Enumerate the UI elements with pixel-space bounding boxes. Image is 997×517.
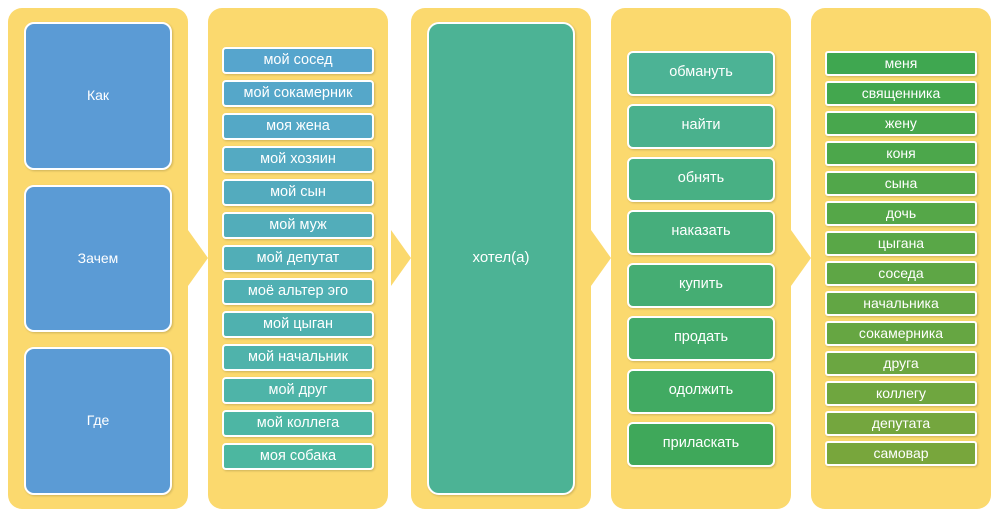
- node-subjects-1[interactable]: мой сокамерник: [222, 80, 374, 107]
- node-label: моя собака: [259, 447, 337, 464]
- node-label: хотел(а): [472, 249, 530, 267]
- node-objects-5[interactable]: дочь: [825, 201, 977, 226]
- node-objects-3[interactable]: коня: [825, 141, 977, 166]
- column-verbs-body: обмануть найти обнять наказать купить продать…: [611, 8, 791, 509]
- node-label: начальника: [863, 294, 939, 311]
- node-objects-9[interactable]: сокамерника: [825, 321, 977, 346]
- column-verbs: обмануть найти обнять наказать купить продать…: [611, 8, 791, 509]
- node-label: Где: [86, 412, 110, 429]
- node-objects-13[interactable]: самовар: [825, 441, 977, 466]
- node-label: мой муж: [269, 216, 327, 233]
- node-label: дочь: [885, 204, 917, 221]
- column-objects-body: меня священника жену коня сына дочь цыгана сосе…: [811, 8, 991, 509]
- node-verbs-2[interactable]: обнять: [627, 156, 775, 202]
- node-objects-2[interactable]: жену: [825, 111, 977, 136]
- node-subjects-5[interactable]: мой муж: [222, 212, 374, 239]
- node-label: мой сокамерник: [243, 84, 353, 101]
- node-verbs-0[interactable]: обмануть: [627, 50, 775, 96]
- node-label: коня: [886, 144, 916, 161]
- column-predicate: хотел(а): [411, 8, 591, 509]
- node-label: друга: [883, 354, 919, 371]
- node-objects-8[interactable]: начальника: [825, 291, 977, 316]
- node-label: моё альтер эго: [247, 282, 349, 299]
- node-verbs-4[interactable]: купить: [627, 262, 775, 308]
- node-label: Зачем: [77, 249, 119, 266]
- node-label: мой цыган: [263, 315, 333, 332]
- node-label: мой коллега: [256, 414, 340, 431]
- node-subjects-7[interactable]: моё альтер эго: [222, 278, 374, 305]
- node-label: депутата: [871, 414, 931, 431]
- node-subjects-12[interactable]: моя собака: [222, 443, 374, 470]
- node-objects-10[interactable]: друга: [825, 351, 977, 376]
- node-question-words-0[interactable]: Как: [24, 22, 172, 170]
- node-label: мой друг: [268, 381, 328, 398]
- node-label: мой сосед: [263, 51, 333, 68]
- node-label: мой хозяин: [260, 150, 336, 167]
- node-label: мой депутат: [256, 249, 340, 266]
- node-verbs-1[interactable]: найти: [627, 103, 775, 149]
- column-subjects: мой сосед мой сокамерник моя жена мой хозяи…: [208, 8, 388, 509]
- node-label: жену: [885, 114, 917, 131]
- node-subjects-10[interactable]: мой друг: [222, 377, 374, 404]
- node-label: коллегу: [876, 384, 926, 401]
- chevron-right-icon: [391, 230, 411, 286]
- node-subjects-3[interactable]: мой хозяин: [222, 146, 374, 173]
- node-label: сына: [884, 174, 918, 191]
- node-verbs-3[interactable]: наказать: [627, 209, 775, 255]
- node-label: найти: [681, 117, 721, 134]
- chevron-right-icon: [591, 230, 611, 286]
- node-label: цыгана: [877, 234, 925, 251]
- node-label: сокамерника: [858, 324, 944, 341]
- node-label: приласкать: [662, 435, 740, 452]
- node-label: мой сын: [270, 183, 326, 200]
- node-objects-0[interactable]: меня: [825, 51, 977, 76]
- arrow-col1-to-col2: [188, 230, 208, 286]
- node-subjects-8[interactable]: мой цыган: [222, 311, 374, 338]
- node-objects-6[interactable]: цыгана: [825, 231, 977, 256]
- node-subjects-0[interactable]: мой сосед: [222, 47, 374, 74]
- node-label: продать: [673, 329, 729, 346]
- column-subjects-body: мой сосед мой сокамерник моя жена мой хозяи…: [208, 8, 388, 509]
- node-objects-12[interactable]: депутата: [825, 411, 977, 436]
- node-label: самовар: [873, 444, 929, 461]
- arrow-col3-to-col4: [591, 230, 611, 286]
- column-predicate-body: хотел(а): [411, 8, 591, 509]
- chevron-right-icon: [791, 230, 811, 286]
- node-subjects-4[interactable]: мой сын: [222, 179, 374, 206]
- node-label: священника: [861, 84, 941, 101]
- node-objects-7[interactable]: соседа: [825, 261, 977, 286]
- node-objects-1[interactable]: священника: [825, 81, 977, 106]
- node-label: Как: [86, 87, 110, 104]
- node-objects-11[interactable]: коллегу: [825, 381, 977, 406]
- node-label: моя жена: [266, 117, 330, 134]
- node-verbs-6[interactable]: одолжить: [627, 368, 775, 414]
- column-objects: меня священника жену коня сына дочь цыгана сосе…: [811, 8, 991, 509]
- node-subjects-2[interactable]: моя жена: [222, 113, 374, 140]
- chevron-right-icon: [188, 230, 208, 286]
- node-subjects-11[interactable]: мой коллега: [222, 410, 374, 437]
- node-subjects-6[interactable]: мой депутат: [222, 245, 374, 272]
- node-verbs-5[interactable]: продать: [627, 315, 775, 361]
- arrow-col2-to-col3: [391, 230, 411, 286]
- node-subjects-9[interactable]: мой начальник: [222, 344, 374, 371]
- node-question-words-1[interactable]: Зачем: [24, 184, 172, 333]
- node-predicate-0[interactable]: хотел(а): [427, 22, 575, 495]
- node-label: купить: [679, 276, 723, 293]
- node-label: наказать: [671, 223, 731, 240]
- node-label: меня: [884, 54, 918, 71]
- arrow-col4-to-col5: [791, 230, 811, 286]
- node-label: соседа: [878, 264, 924, 281]
- node-label: обнять: [677, 170, 725, 187]
- node-label: одолжить: [668, 382, 734, 399]
- node-label: обмануть: [669, 64, 733, 81]
- node-objects-4[interactable]: сына: [825, 171, 977, 196]
- node-question-words-2[interactable]: Где: [24, 347, 172, 496]
- node-label: мой начальник: [248, 348, 348, 365]
- node-verbs-7[interactable]: приласкать: [627, 421, 775, 467]
